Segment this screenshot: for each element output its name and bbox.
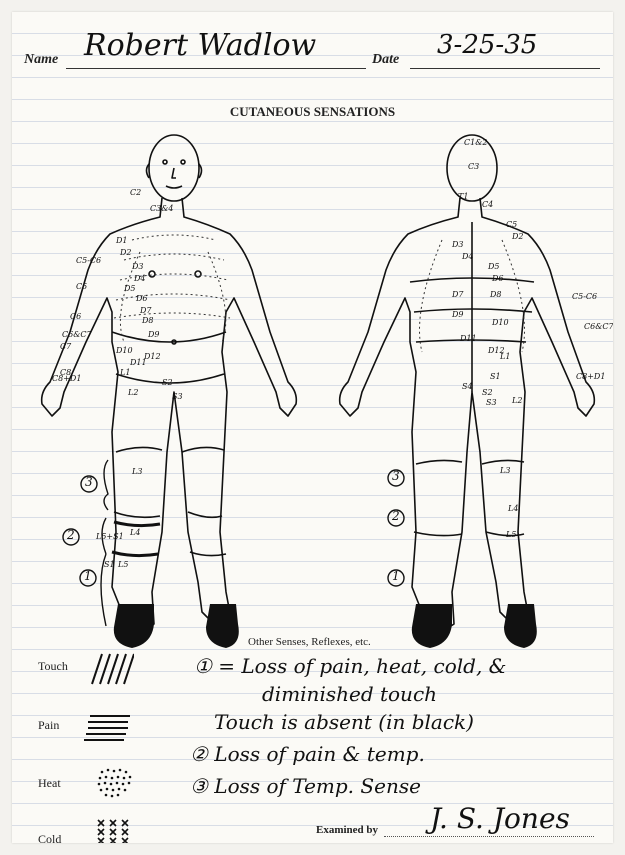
back-zone-2: 2 (392, 509, 400, 523)
legend-heat-label: Heat (38, 776, 61, 791)
legend-heading: Other Senses, Reflexes, etc. (248, 636, 371, 648)
pain-pattern-icon (84, 712, 132, 746)
examined-by-label: Examined by (316, 824, 378, 836)
examiner-signature: J. S. Jones (430, 802, 570, 835)
heat-pattern-icon (94, 766, 134, 798)
note-line-5: ③ Loss of Temp. Sense (190, 774, 421, 798)
front-zone-3: 3 (85, 475, 93, 489)
touch-pattern-icon (88, 652, 134, 686)
back-zone-3: 3 (392, 469, 400, 483)
front-zone-2: 2 (67, 528, 75, 542)
examined-by-line (384, 836, 594, 837)
note-line-4: ② Loss of pain & temp. (190, 742, 425, 766)
chart-sheet: Name Robert Wadlow Date 3-25-35 CUTANEOU… (12, 12, 613, 843)
note-line-3: Touch is absent (in black) (214, 710, 474, 734)
note-line-1: ① = Loss of pain, heat, cold, & (194, 654, 506, 678)
note-line-2: diminished touch (262, 682, 437, 706)
back-zone-1: 1 (392, 569, 400, 583)
legend-touch-label: Touch (38, 659, 68, 674)
legend-pain-label: Pain (38, 718, 59, 733)
cold-pattern-icon (96, 818, 132, 843)
legend-cold-label: Cold (38, 832, 61, 843)
front-zone-1: 1 (84, 569, 92, 583)
